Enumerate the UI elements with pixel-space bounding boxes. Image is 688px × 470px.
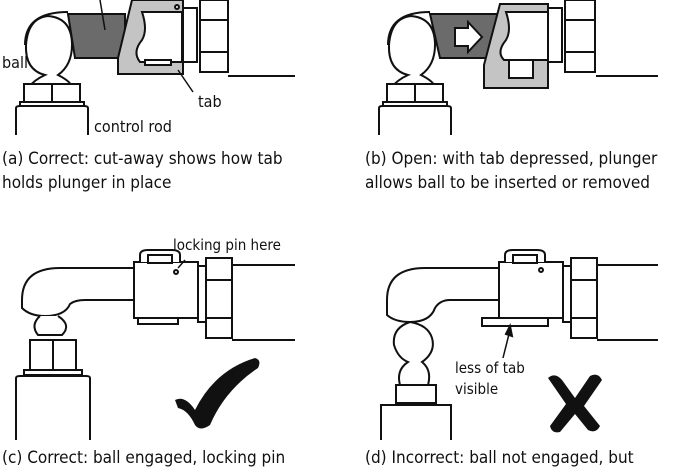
label-control-rod: control rod — [94, 117, 172, 136]
caption-c-line-1: (c) Correct: ball engaged, locking pin — [2, 448, 286, 468]
arrow-right-icon — [454, 19, 484, 55]
panel-b-drawing — [378, 0, 658, 135]
label-visible: visible — [455, 380, 499, 398]
caption-d: (d) Incorrect: ball not engaged, but — [365, 446, 634, 470]
label-tab: tab — [198, 92, 222, 111]
caption-b-line-2: allows ball to be inserted or removed — [365, 173, 651, 193]
caption-d-line-1: (d) Incorrect: ball not engaged, but — [365, 448, 634, 468]
caption-c: (c) Correct: ball engaged, locking pin — [2, 446, 285, 470]
panel-a-drawing — [15, 0, 295, 135]
caption-a-line-2: holds plunger in place — [2, 173, 172, 193]
caption-b-line-1: (b) Open: with tab depressed, plunger — [365, 149, 658, 169]
panel-c-drawing — [15, 249, 295, 440]
label-locking-pin-here: locking pin here — [173, 236, 281, 254]
label-ball: ball — [2, 53, 28, 72]
caption-a: (a) Correct: cut-away shows how tab hold… — [2, 147, 283, 195]
panel-d-drawing — [380, 249, 658, 440]
caption-b: (b) Open: with tab depressed, plunger al… — [365, 147, 657, 195]
label-less-of-tab: less of tab — [455, 359, 525, 377]
caption-a-line-1: (a) Correct: cut-away shows how tab — [2, 149, 283, 169]
x-mark-icon — [548, 374, 602, 433]
checkmark-icon — [175, 358, 260, 429]
